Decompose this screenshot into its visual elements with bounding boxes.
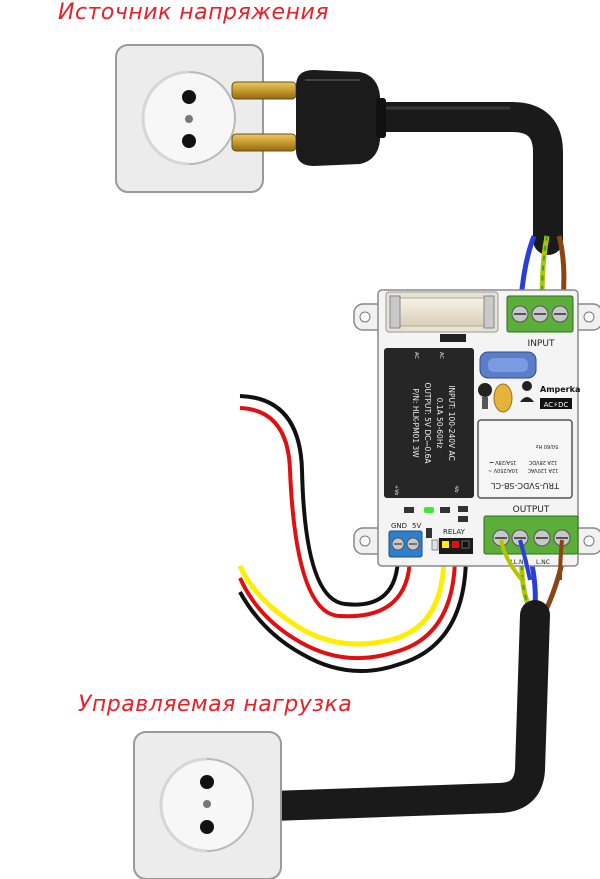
acdc-relay-module: INPUT AC AC +Vo -Vo INPUT: 100-240V AC 0… — [353, 289, 600, 567]
relay: TRU-5VDC-SB-CL 10A/250V ~ 15A/28V ⎓ 12A … — [477, 419, 573, 499]
bottom-wall-socket — [133, 731, 282, 879]
vo-label-left: +Vo — [393, 485, 399, 495]
top-wall-socket — [115, 44, 264, 193]
v5-label: 5V — [412, 522, 421, 530]
capacitor — [493, 383, 513, 413]
input-label: INPUT — [528, 339, 555, 349]
converter-text-1: INPUT: 100-240V AC — [447, 385, 456, 461]
output-terminal-lnc: L.NC — [536, 559, 550, 566]
vo-label-right: -Vo — [453, 485, 459, 493]
output-terminal-l: L — [510, 559, 514, 566]
relay-frequency: 50/60 Hz — [535, 443, 558, 449]
converter-text-3: OUTPUT: 5V DC⎓0.6A — [423, 383, 432, 465]
acdc-converter: AC AC +Vo -Vo INPUT: 100-240V AC 0.1A 50… — [384, 348, 474, 498]
brand-badge: AC⚡DC — [544, 401, 569, 409]
converter-text-2: 0.1A 50-60Hz — [435, 398, 444, 449]
power-led — [424, 507, 434, 513]
output-label: OUTPUT — [513, 505, 550, 515]
relay-header — [439, 538, 473, 554]
wire-gnd — [239, 394, 400, 607]
input-mains-cable — [357, 102, 567, 301]
input-terminal-block — [506, 295, 574, 333]
power-terminal-block — [388, 530, 423, 558]
wire-relay-gnd — [238, 554, 468, 674]
converter-text-4: P/N: HLK-PM01 3W — [411, 388, 420, 458]
ac-label-right: AC — [438, 352, 444, 359]
fuse — [385, 291, 499, 333]
transistor — [478, 383, 492, 397]
title-voltage-source: Источник напряжения — [58, 0, 330, 25]
relay-rating-1: 10A/250V ~ — [488, 467, 518, 473]
title-controlled-load: Управляемая нагрузка — [78, 692, 353, 717]
gnd-label: GND — [391, 522, 407, 530]
output-terminal-lno: L.NO — [514, 559, 529, 566]
relay-header-label: RELAY — [443, 528, 466, 536]
mains-plug — [231, 70, 386, 166]
relay-rating-4: 12A 28VDC — [528, 459, 557, 465]
amperka-logo: Amperka AC⚡DC — [520, 381, 580, 409]
wire-relay-vcc — [238, 554, 457, 661]
brand-name: Amperka — [540, 385, 580, 394]
ac-label-left: AC — [413, 352, 419, 359]
output-terminal-block — [483, 515, 579, 555]
relay-model: TRU-5VDC-SB-CL — [491, 481, 560, 490]
diode — [440, 334, 466, 342]
wire-5v — [239, 406, 412, 619]
relay-rating-3: 12A 120VAC — [527, 467, 558, 473]
relay-rating-2: 15A/28V ⎓ — [490, 459, 517, 465]
wire-relay-signal — [237, 554, 447, 647]
output-mains-cable — [257, 554, 567, 821]
output-wire-ends — [499, 539, 564, 582]
control-wires — [237, 394, 468, 674]
